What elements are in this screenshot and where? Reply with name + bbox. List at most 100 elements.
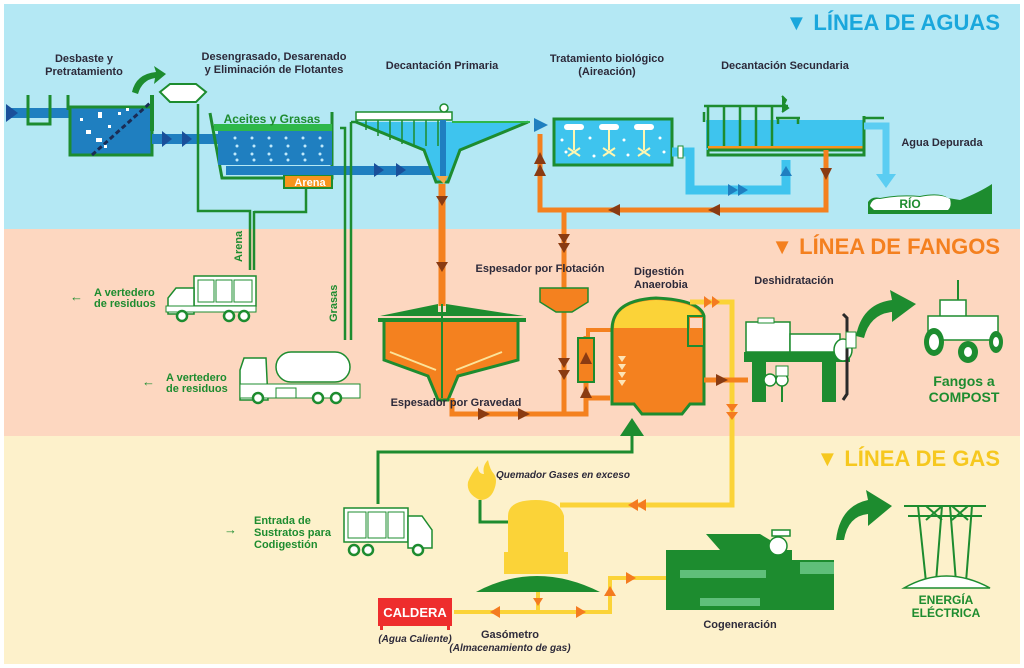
flotation-thickener-icon: [539, 287, 589, 313]
compost-arrow-icon: [856, 290, 916, 338]
svg-text:▼ LÍNEA DE AGUAS: ▼ LÍNEA DE AGUAS: [785, 10, 1000, 35]
flow-arrow-icon: [558, 243, 570, 253]
stage-label-dehydration: Deshidratación: [754, 275, 834, 287]
svg-text:Sustratos para: Sustratos para: [254, 527, 332, 539]
svg-text:y Eliminación de Flotantes: y Eliminación de Flotantes: [205, 64, 344, 76]
secondary-settler-icon: [702, 95, 884, 157]
svg-text:▼ LÍNEA DE FANGOS: ▼ LÍNEA DE FANGOS: [771, 234, 1000, 259]
landfill-label-2: ← A vertedero de residuos: [142, 372, 228, 395]
pipe-to-secondary-settler: [672, 147, 791, 195]
flow-arrow-icon: [533, 598, 543, 606]
flow-arrow-icon: [436, 262, 448, 272]
substrate-label: → Entrada de Sustratos para Codigestión: [224, 515, 332, 551]
clean-water-pipe: [864, 122, 890, 176]
svg-text:(Aireación): (Aireación): [578, 66, 636, 78]
svg-text:ENERGÍA: ENERGÍA: [919, 592, 974, 607]
biogas-to-gasometer-pipe: [560, 434, 735, 508]
compost-label: Fangos a COMPOST: [929, 373, 1000, 405]
landfill-label-1: ← A vertedero de residuos: [70, 287, 156, 310]
flow-arrow-icon: [712, 296, 720, 308]
flow-arrow-icon: [576, 606, 586, 618]
grease-pipe-label: Grasas: [328, 285, 340, 322]
flow-arrow-icon: [726, 404, 738, 412]
aeration-tank-icon: [552, 117, 674, 167]
stage-label-biological-treatment: Tratamiento biológico (Aireación): [550, 53, 665, 78]
screening-tank-icon: [68, 95, 154, 157]
stage-label-primary-settling: Decantación Primaria: [386, 60, 499, 72]
anaerobic-digester-icon: [610, 296, 706, 416]
flow-arrow-icon: [534, 118, 548, 132]
svg-text:Digestión: Digestión: [634, 266, 684, 278]
section-title-gas: ▼ LÍNEA DE GAS: [816, 446, 1000, 471]
sand-drain-pipe: [196, 104, 308, 270]
flow-arrow-icon: [708, 204, 720, 216]
flow-arrow-icon: [820, 168, 832, 180]
flow-arrow-icon: [558, 358, 570, 368]
stage-label-gravity-thickener: Espesador por Gravedad: [391, 397, 522, 409]
degreaser-tank-icon: Aceites y Grasas Arena: [208, 112, 334, 189]
flow-arrow-icon: [396, 163, 406, 177]
flow-arrow-icon: [534, 152, 546, 164]
tanker-truck-icon: [239, 351, 361, 405]
sand-pipe-label: Arena: [233, 230, 245, 262]
flow-arrow-icon: [374, 163, 384, 177]
left-arrow-icon: ←: [142, 374, 155, 389]
treated-water-label: Agua Depurada: [901, 137, 983, 149]
screenings-bin-icon: [158, 83, 208, 103]
svg-text:Tratamiento biológico: Tratamiento biológico: [550, 53, 665, 65]
flow-arrow-icon: [726, 412, 738, 420]
cogeneration-engine-icon: [666, 529, 834, 610]
flow-arrow-icon: [876, 174, 896, 188]
svg-text:A vertedero: A vertedero: [166, 372, 227, 384]
centrifuge-icon: [744, 312, 857, 402]
svg-text:Fangos a: Fangos a: [933, 373, 995, 389]
flow-arrow-icon: [704, 296, 712, 308]
flow-arrow-icon: [436, 196, 448, 206]
left-arrow-icon: ←: [70, 289, 83, 304]
stage-label-secondary-settling: Decantación Secundaria: [721, 60, 850, 72]
svg-text:▼ LÍNEA DE GAS: ▼ LÍNEA DE GAS: [816, 446, 1000, 471]
flow-arrow-icon: [580, 386, 592, 398]
flow-arrow-icon: [636, 499, 646, 511]
svg-text:Anaerobia: Anaerobia: [634, 279, 689, 291]
svg-text:A vertedero: A vertedero: [94, 287, 155, 299]
flow-arrow-icon: [738, 184, 748, 196]
flow-arrow-icon: [534, 164, 546, 176]
river-label: RÍO: [899, 196, 920, 211]
svg-text:Desengrasado, Desarenado: Desengrasado, Desarenado: [202, 51, 347, 63]
stage-label-anaerobic-digestion: Digestión Anaerobia: [634, 266, 689, 291]
stage-label-flotation-thickener: Espesador por Flotación: [476, 263, 605, 275]
oils-grease-label: Aceites y Grasas: [224, 112, 321, 126]
svg-text:Entrada de: Entrada de: [254, 515, 311, 527]
svg-text:(Almacenamiento de gas): (Almacenamiento de gas): [449, 643, 571, 654]
svg-text:Desbaste y: Desbaste y: [55, 53, 114, 65]
primary-settler-icon: [355, 103, 530, 184]
svg-text:ELÉCTRICA: ELÉCTRICA: [912, 605, 981, 620]
flow-arrow-icon: [728, 184, 738, 196]
svg-text:Pretratamiento: Pretratamiento: [45, 66, 123, 78]
gasometer-icon: [476, 500, 600, 592]
svg-text:Codigestión: Codigestión: [254, 539, 318, 551]
electric-energy-label: ENERGÍA ELÉCTRICA: [912, 592, 981, 620]
heat-exchanger-icon: [577, 328, 612, 383]
stage-label-screening: Desbaste y Pretratamiento: [45, 53, 123, 78]
boiler-label: CALDERA: [383, 605, 447, 620]
cogeneration-label: Cogeneración: [703, 619, 777, 631]
sand-label: Arena: [294, 177, 326, 189]
svg-text:de residuos: de residuos: [94, 298, 156, 310]
substrate-inlet-arrow-icon: [620, 418, 644, 436]
inlet-arrow-icon: [6, 104, 18, 122]
dump-truck-icon: [165, 275, 257, 323]
flow-arrow-icon: [716, 374, 728, 386]
power-pylon-icon: [901, 505, 991, 589]
flow-arrow-icon: [478, 408, 490, 420]
substrate-truck-icon: [343, 507, 433, 557]
section-title-water: ▼ LÍNEA DE AGUAS: [785, 10, 1000, 35]
flow-arrow-icon: [558, 370, 570, 380]
tractor-icon: [924, 280, 1003, 363]
inlet-pipe: [6, 95, 72, 126]
gasometer-label: Gasómetro (Almacenamiento de gas): [449, 629, 571, 654]
gravity-thickener-icon: [378, 304, 526, 402]
burner-pipe: [478, 500, 508, 524]
